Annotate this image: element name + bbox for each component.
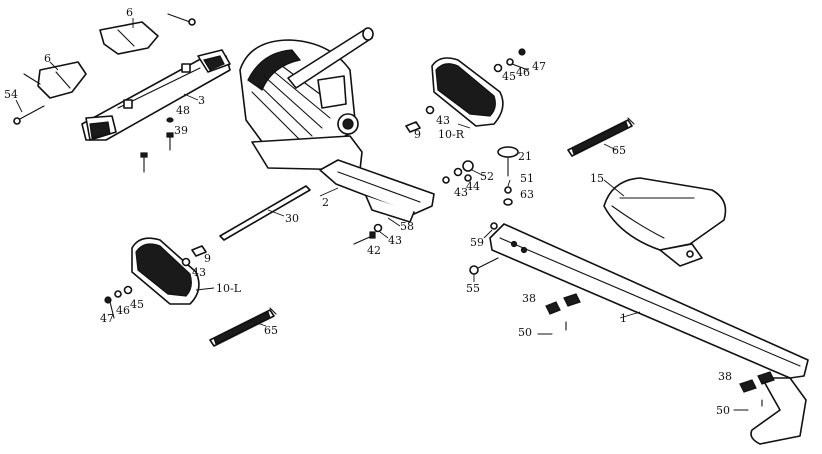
label-45-left: 45 xyxy=(130,298,144,311)
label-38-lower: 38 xyxy=(718,370,732,383)
part-38-50-lower xyxy=(733,371,775,411)
part-1-main-rail xyxy=(489,223,809,445)
label-43-cluster: 43 xyxy=(454,186,468,199)
part-45-46-47-right xyxy=(493,48,529,73)
label-9-left: 9 xyxy=(204,252,211,265)
label-59: 59 xyxy=(470,236,484,249)
label-42: 42 xyxy=(367,244,381,257)
part-3-front-stabilizer xyxy=(81,49,231,141)
label-63: 63 xyxy=(520,188,534,201)
label-6-top: 6 xyxy=(126,6,133,19)
handle-bar xyxy=(287,27,374,89)
label-50-upper: 50 xyxy=(518,326,532,339)
part-10-l-foot-plate xyxy=(131,237,200,305)
part-30-rod xyxy=(219,185,311,241)
part-6-top-cover xyxy=(99,13,196,55)
label-50-lower: 50 xyxy=(716,404,730,417)
label-48: 48 xyxy=(176,104,190,117)
label-55: 55 xyxy=(466,282,480,295)
part-52-44-43-cluster xyxy=(442,160,474,184)
part-9-43-left-hardware xyxy=(181,245,207,267)
label-58: 58 xyxy=(400,220,414,233)
label-15: 15 xyxy=(590,172,604,185)
part-42-bolt xyxy=(353,223,383,245)
label-1: 1 xyxy=(620,312,627,325)
part-65-left-strap xyxy=(209,307,277,347)
label-47-left: 47 xyxy=(100,312,114,325)
label-52: 52 xyxy=(480,170,494,183)
part-38-50-upper xyxy=(537,293,581,335)
label-46-right: 46 xyxy=(516,66,530,79)
label-2: 2 xyxy=(322,196,329,209)
label-38-upper: 38 xyxy=(522,292,536,305)
part-45-46-47-left xyxy=(104,285,133,319)
label-46-left: 46 xyxy=(116,304,130,317)
label-54: 54 xyxy=(4,88,18,101)
part-21-knob xyxy=(497,146,519,177)
label-9-right: 9 xyxy=(414,128,421,141)
part-54-pin xyxy=(13,105,45,125)
part-2-front-frame xyxy=(319,159,435,223)
label-3: 3 xyxy=(198,94,205,107)
leader-lines xyxy=(15,18,641,327)
label-45-right: 45 xyxy=(502,70,516,83)
label-10-r: 10-R xyxy=(438,128,465,141)
label-47-right: 47 xyxy=(532,60,546,73)
label-43-left: 43 xyxy=(192,266,206,279)
label-44: 44 xyxy=(466,180,480,193)
label-51: 51 xyxy=(520,172,534,185)
label-65-left: 65 xyxy=(264,324,278,337)
label-30: 30 xyxy=(285,212,299,225)
part-65-right-strap xyxy=(567,117,635,157)
label-6-left: 6 xyxy=(44,52,51,65)
label-39: 39 xyxy=(174,124,188,137)
part-labels: 6 6 54 3 48 39 2 30 58 43 42 9 43 10-R 4… xyxy=(4,6,732,417)
part-51-63-washers xyxy=(503,186,513,206)
part-15-seat xyxy=(603,177,727,267)
label-10-l: 10-L xyxy=(216,282,242,295)
label-21: 21 xyxy=(518,150,532,163)
label-43-frame: 43 xyxy=(388,234,402,247)
part-48-39-hardware xyxy=(140,117,174,173)
flywheel-housing xyxy=(239,39,363,171)
label-65-right: 65 xyxy=(612,144,626,157)
part-6-left-cover xyxy=(23,61,87,99)
label-43-right: 43 xyxy=(436,114,450,127)
part-9-43-right-hardware xyxy=(405,105,435,133)
part-10-r-foot-plate xyxy=(431,57,504,127)
